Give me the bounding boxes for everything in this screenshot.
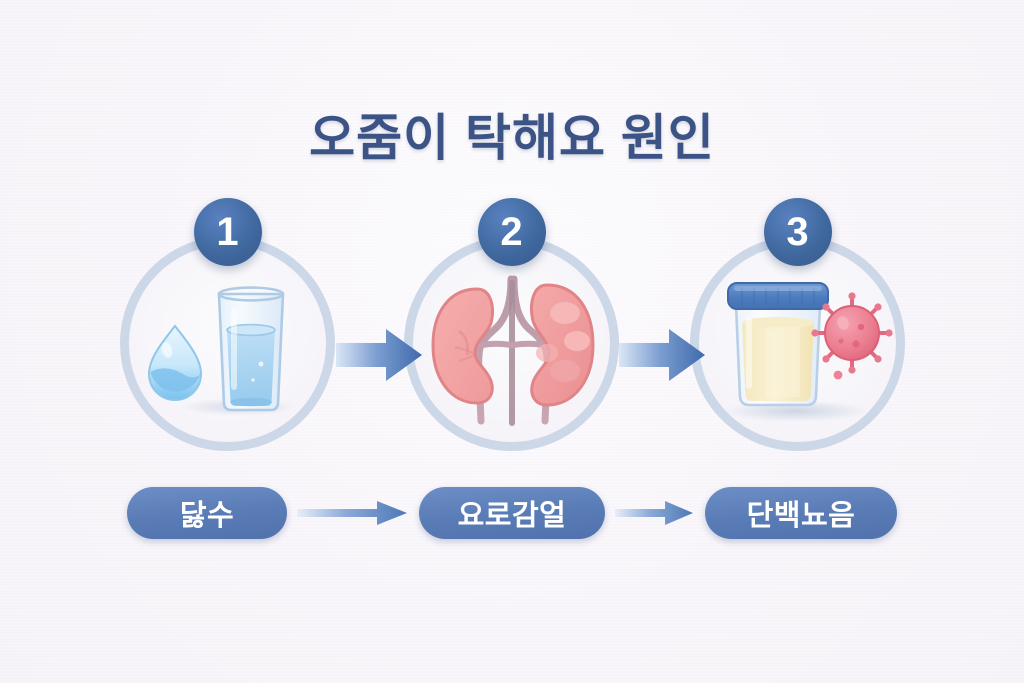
- pill-dehydration[interactable]: 닳수: [127, 487, 287, 539]
- pill-urinary-infection[interactable]: 요로감얼: [419, 487, 605, 539]
- step-2-number-badge: 2: [477, 198, 546, 266]
- kidneys-icon: [404, 236, 619, 451]
- right-arrow-icon: [334, 325, 424, 385]
- pill-proteinuria[interactable]: 단백뇨음: [705, 487, 897, 539]
- right-arrow-icon: [617, 325, 707, 385]
- page-title: 오줌이 탁해요 원인: [309, 110, 715, 166]
- water-glass-and-droplet-icon: [120, 236, 335, 451]
- step-3[interactable]: 3: [690, 198, 905, 451]
- urine-sample-cup-and-virus-icon: [690, 236, 905, 451]
- step-3-number-badge: 3: [763, 198, 832, 266]
- step-2[interactable]: 2: [404, 198, 619, 451]
- step-1-number-badge: 1: [193, 198, 262, 266]
- right-arrow-icon: [297, 500, 409, 526]
- right-arrow-icon: [615, 500, 695, 526]
- pill-row: 닳수 요로감얼: [0, 486, 1024, 540]
- steps-row: 1: [0, 198, 1024, 451]
- step-1[interactable]: 1: [120, 198, 335, 451]
